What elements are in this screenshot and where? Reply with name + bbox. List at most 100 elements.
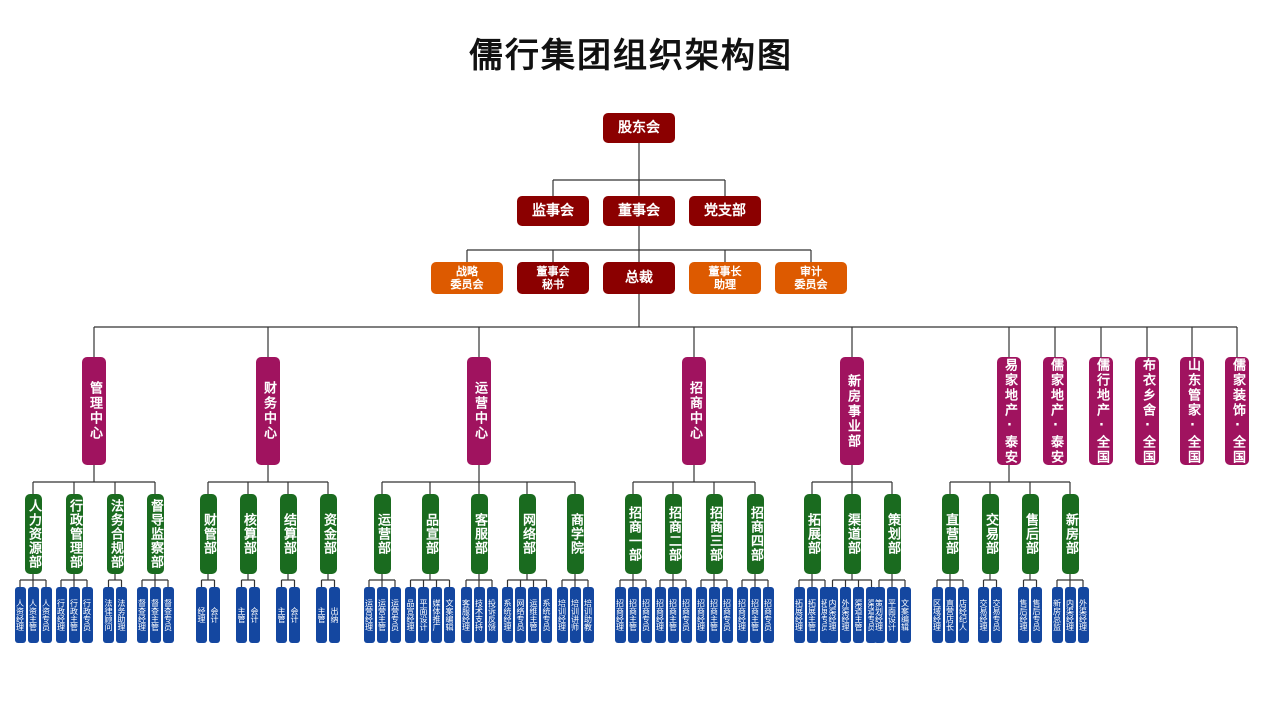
- position-investment-3-1-label: 招商主管: [750, 599, 760, 631]
- node-party-label: 党支部: [704, 202, 746, 219]
- position-new-house-1-1-label: 外渠经理: [841, 599, 850, 631]
- position-operations-1-3: 文案编辑: [444, 587, 455, 643]
- position-yijia-taian-0-1-label: 直营店长: [945, 599, 955, 631]
- dept-operations-2: 客服部: [470, 494, 488, 574]
- position-operations-0-0: 运营经理: [363, 587, 375, 643]
- position-investment-2-1-label: 招商主管: [709, 599, 719, 631]
- position-investment-0-0-label: 招商经理: [615, 599, 625, 631]
- position-finance-1-1: 会计: [249, 587, 260, 643]
- node-chair-assistant-label: 董事长 助理: [708, 265, 742, 291]
- position-operations-3-3-label: 系统专员: [542, 599, 551, 631]
- dept-yijia-taian-2: 售后部: [1021, 494, 1039, 574]
- center-yijia-taian-label: 易家地产·泰安: [1002, 357, 1017, 465]
- dept-operations-3-label: 网络部: [520, 513, 535, 555]
- position-finance-2-0-label: 主管: [277, 607, 286, 623]
- dept-yijia-taian-0-label: 直营部: [943, 513, 958, 555]
- dept-finance-0-label: 财管部: [201, 513, 216, 555]
- node-president-label: 总裁: [625, 269, 653, 286]
- position-new-house-1-0-label: 内渠经理: [828, 599, 837, 631]
- position-yijia-taian-1-1: 交易专员: [991, 587, 1002, 643]
- position-investment-1-0: 招商经理: [654, 587, 666, 643]
- dept-finance-2-label: 结算部: [281, 513, 296, 555]
- position-operations-0-2: 运营专员: [389, 587, 401, 643]
- dept-operations-4-label: 商学院: [568, 513, 583, 555]
- center-investment: 招商中心: [682, 357, 706, 465]
- position-yijia-taian-3-2: 外渠经理: [1077, 587, 1089, 643]
- position-finance-3-1: 出纳: [329, 587, 340, 643]
- center-finance-label: 财务中心: [261, 381, 276, 441]
- node-chair-assistant: 董事长 助理: [689, 262, 761, 294]
- position-finance-3-0-label: 主管: [317, 607, 326, 623]
- node-supervisors: 监事会: [517, 196, 589, 226]
- center-operations: 运营中心: [467, 357, 491, 465]
- node-shareholders: 股东会: [603, 113, 675, 143]
- position-new-house-1-2: 渠道主管: [853, 587, 864, 643]
- position-investment-1-1: 招商主管: [667, 587, 679, 643]
- position-management-0-2: 人资专员: [40, 587, 52, 643]
- position-management-1-0: 行政经理: [55, 587, 67, 643]
- position-new-house-1-0: 内渠经理: [827, 587, 838, 643]
- position-investment-0-2-label: 招商专员: [641, 599, 651, 631]
- node-strategy-label: 战略 委员会: [450, 265, 484, 291]
- position-management-1-0-label: 行政经理: [56, 599, 66, 631]
- position-management-1-2-label: 行政专员: [82, 599, 92, 631]
- position-investment-3-0: 招商经理: [736, 587, 748, 643]
- position-operations-1-1-label: 平面设计: [419, 599, 428, 631]
- dept-investment-0-label: 招商一部: [626, 506, 641, 562]
- position-management-3-1: 督查主管: [149, 587, 161, 643]
- position-operations-4-2: 培训助教: [582, 587, 594, 643]
- position-operations-3-2-label: 运维主管: [529, 599, 538, 631]
- position-yijia-taian-3-0-label: 新房总监: [1052, 599, 1062, 631]
- position-investment-1-2: 招商专员: [680, 587, 692, 643]
- position-yijia-taian-0-2: 店经纪人: [957, 587, 969, 643]
- position-finance-2-0: 主管: [276, 587, 287, 643]
- position-finance-0-1-label: 会计: [210, 607, 219, 623]
- dept-finance-0: 财管部: [199, 494, 217, 574]
- position-investment-0-0: 招商经理: [614, 587, 626, 643]
- center-operations-label: 运营中心: [472, 381, 487, 441]
- node-secretary-label: 董事会 秘书: [536, 265, 570, 291]
- dept-operations-1: 品宣部: [421, 494, 439, 574]
- dept-management-2: 法务合规部: [106, 494, 124, 574]
- position-investment-3-2: 招商专员: [762, 587, 774, 643]
- position-operations-4-2-label: 培训助教: [583, 599, 593, 631]
- node-board-label: 董事会: [618, 202, 660, 219]
- position-yijia-taian-1-0-label: 交易经理: [979, 599, 988, 631]
- position-management-3-1-label: 督查主管: [150, 599, 160, 631]
- position-management-2-1: 法务助理: [116, 587, 127, 643]
- center-buyi-national-label: 布衣乡舍·全国: [1140, 357, 1155, 465]
- position-investment-2-0: 招商经理: [695, 587, 707, 643]
- dept-finance-3: 资金部: [319, 494, 337, 574]
- dept-investment-2: 招商三部: [705, 494, 723, 574]
- position-new-house-1-3-label: 渠道专员: [867, 599, 876, 631]
- dept-operations-2-label: 客服部: [472, 513, 487, 555]
- position-operations-3-3: 系统专员: [541, 587, 552, 643]
- position-yijia-taian-3-1-label: 内渠经理: [1065, 599, 1075, 631]
- position-finance-3-0: 主管: [316, 587, 327, 643]
- position-operations-2-1-label: 技术支持: [474, 599, 484, 631]
- dept-investment-2-label: 招商三部: [707, 506, 722, 562]
- dept-yijia-taian-0: 直营部: [941, 494, 959, 574]
- position-management-0-1: 人资主管: [27, 587, 39, 643]
- position-operations-2-1: 技术支持: [473, 587, 485, 643]
- dept-management-0-label: 人力资源部: [26, 499, 41, 569]
- dept-investment-0: 招商一部: [624, 494, 642, 574]
- center-buyi-national: 布衣乡舍·全国: [1135, 357, 1159, 465]
- position-operations-1-0: 品宣经理: [405, 587, 416, 643]
- dept-operations-4: 商学院: [566, 494, 584, 574]
- center-finance: 财务中心: [256, 357, 280, 465]
- position-new-house-1-2-label: 渠道主管: [854, 599, 863, 631]
- position-finance-0-1: 会计: [209, 587, 220, 643]
- position-operations-3-0-label: 系统经理: [503, 599, 512, 631]
- position-new-house-1-1: 外渠经理: [840, 587, 851, 643]
- position-yijia-taian-2-1-label: 售后专员: [1032, 599, 1041, 631]
- position-new-house-2-2: 文案编辑: [899, 587, 911, 643]
- position-management-2-0-label: 法律顾问: [104, 599, 113, 631]
- position-management-0-2-label: 人资专员: [41, 599, 51, 631]
- position-operations-0-1-label: 运营主管: [377, 599, 387, 631]
- position-operations-4-0-label: 培训经理: [557, 599, 567, 631]
- dept-new-house-1: 渠道部: [843, 494, 861, 574]
- position-investment-0-1: 招商主管: [627, 587, 639, 643]
- center-shandong-national-label: 山东管家·全国: [1185, 357, 1200, 465]
